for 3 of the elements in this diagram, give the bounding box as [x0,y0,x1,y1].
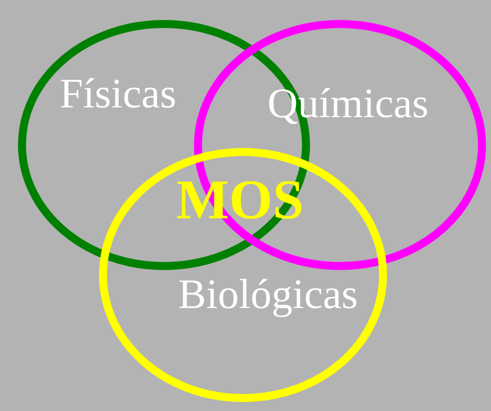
set-label: Físicas [60,78,175,108]
ring [99,148,387,402]
set-label: Biológicas [179,278,356,318]
